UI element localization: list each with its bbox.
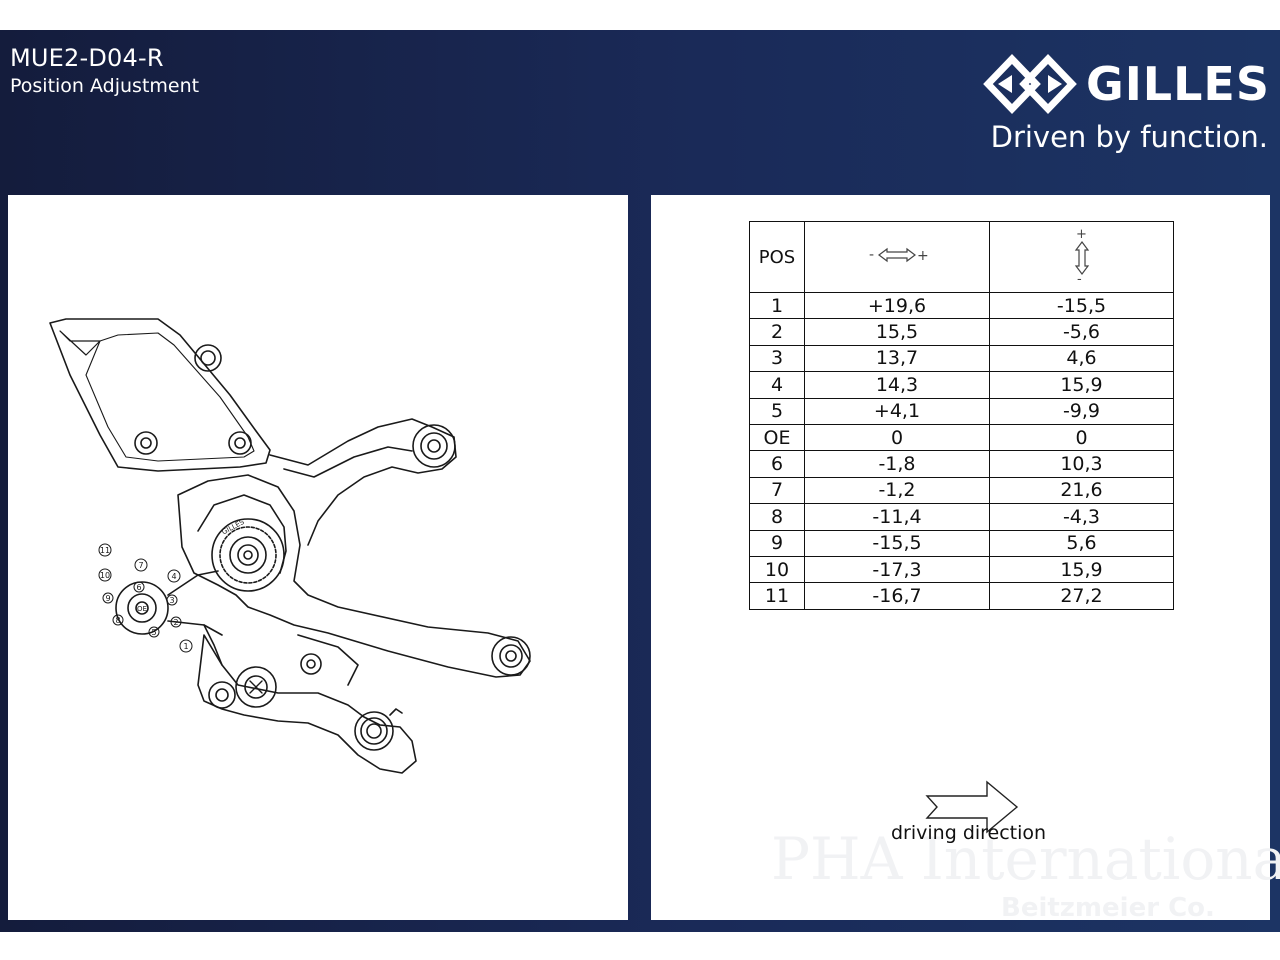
- vertical-value-cell: 10,3: [989, 450, 1174, 478]
- horizontal-value-cell: 0: [804, 423, 990, 452]
- pos-cell: 10: [749, 555, 805, 584]
- horizontal-value-cell: -15,5: [804, 529, 990, 557]
- vertical-column-header: + -: [989, 221, 1174, 293]
- horizontal-value-cell: 15,5: [804, 318, 990, 346]
- pos-cell: 2: [749, 318, 805, 346]
- pos-column-header: POS: [749, 221, 805, 293]
- eccentric-label-4: 4: [171, 572, 176, 581]
- table-row: 5+4,1-9,9: [749, 397, 1174, 425]
- brand-tagline: Driven by function.: [990, 120, 1268, 154]
- rearset-technical-drawing: 11 7 10 9 8 3 2 5 1 4 6 OE GILLES: [49, 318, 531, 774]
- table-row: 8-11,4-4,3: [749, 503, 1174, 531]
- eccentric-label-8: 8: [115, 616, 120, 625]
- horizontal-minus-sign: -: [869, 247, 874, 263]
- vertical-adjust-arrow-icon: + -: [1074, 227, 1089, 287]
- direction-arrow-wrap: [921, 780, 1021, 838]
- eccentric-label-9: 9: [105, 594, 110, 603]
- table-header-row: POS - + + -: [749, 221, 1174, 293]
- pos-cell: 5: [749, 397, 805, 425]
- right-arrow-outline-icon: [925, 780, 1019, 834]
- page-frame: MUE2-D04-R Position Adjustment GILLES Dr…: [0, 30, 1280, 932]
- eccentric-label-1: 1: [183, 642, 188, 651]
- title-block: MUE2-D04-R Position Adjustment: [10, 44, 199, 98]
- pos-cell: 7: [749, 476, 805, 505]
- watermark-line2: Beitzmeier Co.: [1001, 893, 1215, 923]
- part-code: MUE2-D04-R: [10, 44, 164, 72]
- horizontal-adjust-arrow-icon: - +: [869, 247, 929, 264]
- gilles-double-g-logo-icon: [983, 53, 1077, 115]
- horizontal-value-cell: -11,4: [804, 503, 990, 531]
- horizontal-value-cell: -17,3: [804, 555, 990, 584]
- brand-name: GILLES: [1085, 57, 1270, 111]
- pos-cell: 3: [749, 344, 805, 373]
- brand-block: GILLES Driven by function.: [970, 52, 1270, 162]
- vertical-value-cell: -9,9: [989, 397, 1174, 425]
- horizontal-value-cell: +19,6: [804, 291, 990, 320]
- vertical-value-cell: 0: [989, 423, 1174, 452]
- eccentric-label-oe: OE: [137, 605, 147, 613]
- vertical-value-cell: -5,6: [989, 318, 1174, 346]
- eccentric-label-2: 2: [173, 618, 178, 627]
- eccentric-label-11: 11: [100, 546, 110, 555]
- table-row: 1+19,6-15,5: [749, 291, 1174, 320]
- pos-cell: 11: [749, 582, 805, 610]
- drawing-panel: 11 7 10 9 8 3 2 5 1 4 6 OE GILLES: [8, 195, 628, 920]
- svg-text:-: -: [1077, 272, 1082, 284]
- pos-cell: 4: [749, 371, 805, 399]
- vertical-value-cell: 27,2: [989, 582, 1174, 610]
- horizontal-value-cell: -16,7: [804, 582, 990, 610]
- eccentric-label-10: 10: [100, 571, 110, 580]
- horizontal-value-cell: -1,8: [804, 450, 990, 478]
- vertical-value-cell: 4,6: [989, 344, 1174, 373]
- vertical-value-cell: -15,5: [989, 291, 1174, 320]
- pos-cell: 1: [749, 291, 805, 320]
- page-subtitle: Position Adjustment: [10, 75, 200, 97]
- eccentric-label-5: 5: [151, 628, 156, 637]
- eccentric-label-3: 3: [169, 596, 174, 605]
- driving-direction-label: driving direction: [891, 822, 1047, 844]
- pos-cell: 6: [749, 450, 805, 478]
- horizontal-column-header: - +: [804, 221, 990, 293]
- eccentric-label-7: 7: [138, 561, 143, 570]
- eccentric-label-6: 6: [136, 583, 141, 592]
- vertical-value-cell: 15,9: [989, 371, 1174, 399]
- vertical-value-cell: -4,3: [989, 503, 1174, 531]
- pos-cell: 8: [749, 503, 805, 531]
- pos-cell: 9: [749, 529, 805, 557]
- horizontal-value-cell: 13,7: [804, 344, 990, 373]
- vertical-value-cell: 21,6: [989, 476, 1174, 505]
- watermark-line1: PHA International: [771, 825, 1280, 893]
- svg-text:+: +: [1076, 227, 1087, 242]
- pos-cell: OE: [749, 423, 805, 452]
- horizontal-value-cell: 14,3: [804, 371, 990, 399]
- horizontal-value-cell: -1,2: [804, 476, 990, 505]
- position-table: POS - + + -: [749, 221, 1174, 610]
- vertical-value-cell: 15,9: [989, 555, 1174, 584]
- table-panel: PHA International Beitzmeier Co. POS - +: [651, 195, 1280, 923]
- svg-text:+: +: [917, 248, 929, 264]
- brand-logo-row: GILLES: [982, 52, 1270, 116]
- horizontal-value-cell: +4,1: [804, 397, 990, 425]
- vertical-value-cell: 5,6: [989, 529, 1174, 557]
